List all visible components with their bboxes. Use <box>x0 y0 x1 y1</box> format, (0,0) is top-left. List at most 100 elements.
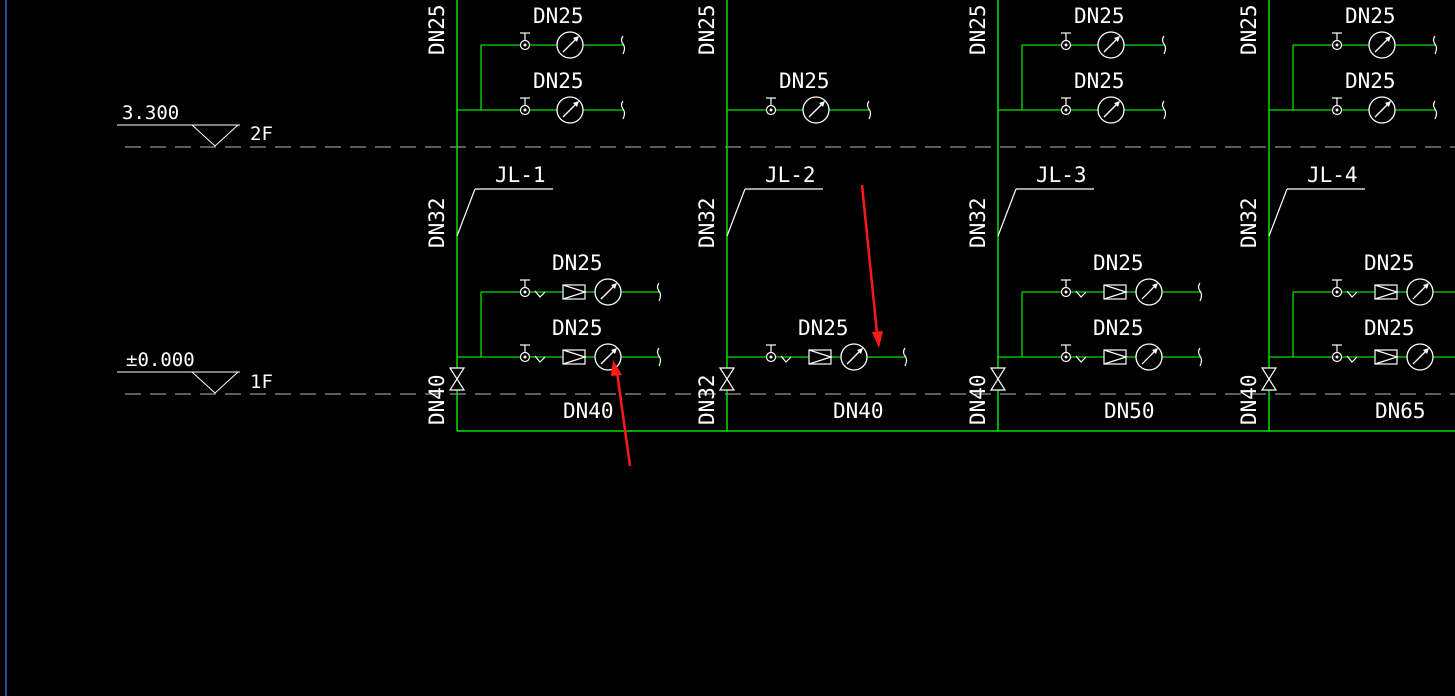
valve-icon <box>1060 344 1072 363</box>
pipe-size-label: DN32 <box>425 197 449 248</box>
valve-core <box>1335 290 1339 294</box>
valve-core <box>523 43 527 47</box>
water-meter-icon <box>1406 278 1434 306</box>
check-valve-icon <box>1346 290 1358 298</box>
filter-mark <box>1374 349 1399 365</box>
gate-valve-body <box>448 367 466 391</box>
valve-core <box>1335 43 1339 47</box>
filter-body <box>562 284 586 300</box>
pipe-end-symbol <box>656 347 662 367</box>
water-meter-icon <box>1135 278 1163 306</box>
pipe-size-label: DN25 <box>1074 4 1125 28</box>
meter-needle-tip <box>1423 283 1429 289</box>
filter-icon <box>1103 349 1128 365</box>
check-valve-icon <box>1075 355 1087 363</box>
check-valve-icon <box>1075 290 1087 298</box>
elevation-label: 3.300 <box>122 102 179 124</box>
valve-icon <box>519 97 531 116</box>
check-valve-flap <box>1346 290 1358 298</box>
pipe-size-label: DN25 <box>1345 4 1396 28</box>
check-valve-flap <box>1075 290 1087 298</box>
water-meter-icon <box>1368 96 1396 124</box>
filter-icon <box>1374 284 1399 300</box>
valve-icon <box>1331 344 1343 363</box>
pipe-size-label: DN40 <box>1237 374 1261 425</box>
meter-needle-tip <box>1152 348 1158 354</box>
riser-tag-label: JL-3 <box>1036 163 1087 187</box>
meter-needle-tip <box>857 348 863 354</box>
pipe-size-label: DN25 <box>1345 69 1396 93</box>
valve-core <box>1335 108 1339 112</box>
gate-valve-body <box>989 367 1007 391</box>
filter-body <box>1103 284 1127 300</box>
pipe-end-symbol <box>620 100 626 120</box>
valve-core <box>1064 355 1068 359</box>
water-meter-icon <box>556 31 584 59</box>
water-meter-icon <box>840 343 868 371</box>
gate-valve-icon <box>989 367 1007 391</box>
pipe-size-label: DN25 <box>533 4 584 28</box>
pipe-end-symbol <box>1161 35 1167 55</box>
header-size-label: DN65 <box>1375 399 1426 423</box>
riser-group: DN25DN32DN40JL-1DN40DN25DN25DN25DN25DN25… <box>425 0 1455 431</box>
pipe-size-label: DN25 <box>552 251 603 275</box>
valve-icon <box>519 344 531 363</box>
water-meter-icon <box>1097 31 1125 59</box>
check-valve-flap <box>1346 355 1358 363</box>
pipe-end-symbol <box>1432 100 1438 120</box>
header-size-label: DN40 <box>563 399 614 423</box>
meter-needle-tip <box>1152 283 1158 289</box>
riser-tag-label: JL-2 <box>765 163 816 187</box>
pipe-end-symbol <box>620 35 626 55</box>
water-meter-icon <box>594 278 622 306</box>
filter-body <box>1374 284 1398 300</box>
tag-leader <box>1268 188 1288 237</box>
valve-core <box>1335 355 1339 359</box>
riser-tag-label: JL-4 <box>1307 163 1358 187</box>
check-valve-flap <box>780 355 792 363</box>
check-valve-icon <box>534 355 546 363</box>
meter-needle-tip <box>1114 36 1120 42</box>
gate-valve-body <box>1260 367 1278 391</box>
filter-mark <box>1103 284 1128 300</box>
meter-needle-tip <box>611 283 617 289</box>
pipe-size-label: DN25 <box>1364 251 1415 275</box>
pipe-size-label: DN32 <box>966 197 990 248</box>
filter-icon <box>562 284 587 300</box>
pipe-size-label: DN25 <box>798 316 849 340</box>
filter-icon <box>562 349 587 365</box>
meter-needle-tip <box>611 348 617 354</box>
elevation-label: ±0.000 <box>126 349 195 371</box>
check-valve-icon <box>534 290 546 298</box>
filter-body <box>808 349 832 365</box>
valve-core <box>523 355 527 359</box>
valve-core <box>769 355 773 359</box>
pipe-end-symbol <box>902 347 908 367</box>
annotation-arrow <box>611 360 632 467</box>
filter-icon <box>1374 349 1399 365</box>
meter-needle-tip <box>573 36 579 42</box>
filter-body <box>562 349 586 365</box>
pipe-end-symbol <box>866 100 872 120</box>
filter-mark <box>808 349 833 365</box>
valve-core <box>769 108 773 112</box>
level-marker-1f: ±0.000 1F <box>117 349 273 394</box>
valve-core <box>523 108 527 112</box>
pipe-size-label: DN40 <box>966 374 990 425</box>
gate-valve-icon <box>1260 367 1278 391</box>
floor-label: 1F <box>250 371 273 393</box>
valve-core <box>523 290 527 294</box>
pipe-size-label: DN25 <box>1074 69 1125 93</box>
filter-mark <box>562 349 587 365</box>
level-marker-2f: 3.300 2F <box>117 102 273 147</box>
valve-icon <box>1060 32 1072 51</box>
valve-icon <box>765 97 777 116</box>
meter-needle-tip <box>573 101 579 107</box>
pipe-end-symbol <box>1161 100 1167 120</box>
pipe-size-label: DN25 <box>1364 316 1415 340</box>
valve-icon <box>765 344 777 363</box>
gate-valve-body <box>718 367 736 391</box>
